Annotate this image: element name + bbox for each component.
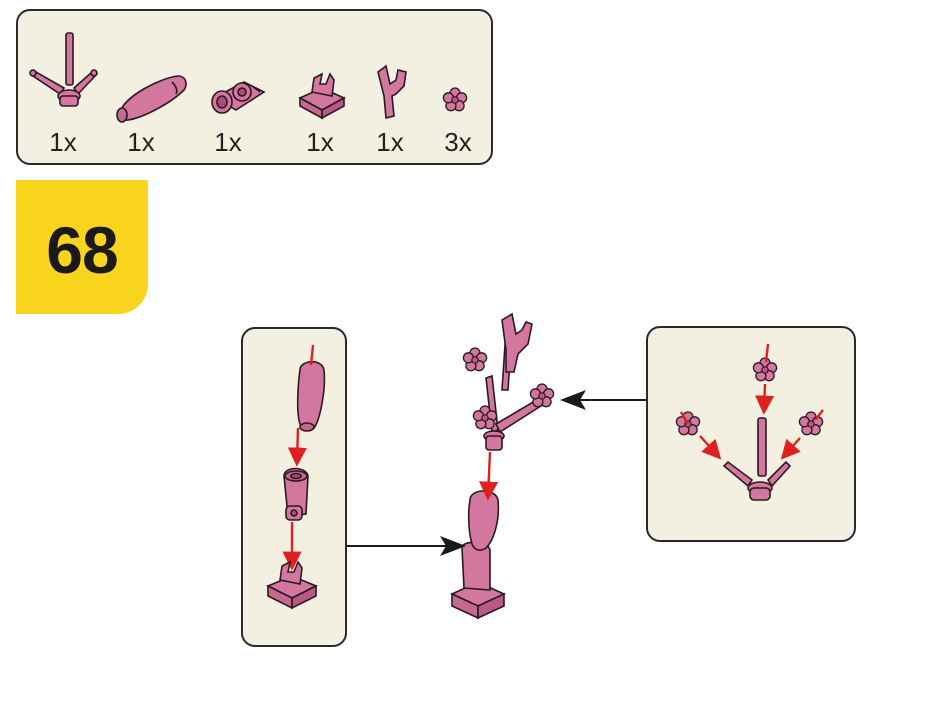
part-quantity: 1x — [376, 127, 404, 157]
main-assembly — [450, 312, 555, 620]
part-quantity: 1x — [127, 127, 155, 157]
clip-plate-icon — [298, 72, 346, 120]
part-quantity: 1x — [214, 127, 242, 157]
part-quantity: 1x — [306, 127, 334, 157]
flower-icon — [442, 87, 468, 112]
part-quantity: 3x — [444, 127, 472, 157]
step-number: 68 — [46, 213, 118, 287]
right-subassembly — [675, 343, 824, 501]
attach-arrow-left-to-main — [347, 536, 466, 556]
part-quantity: 1x — [49, 127, 77, 157]
bar-holder-icon — [377, 64, 407, 120]
carrot-piece-icon — [116, 75, 187, 123]
attach-arrow-right-to-main — [560, 390, 646, 410]
left-subassembly — [266, 344, 326, 610]
step-badge — [16, 180, 148, 314]
y-branch-stem-icon — [29, 32, 98, 107]
clip-connector-icon — [211, 81, 266, 114]
